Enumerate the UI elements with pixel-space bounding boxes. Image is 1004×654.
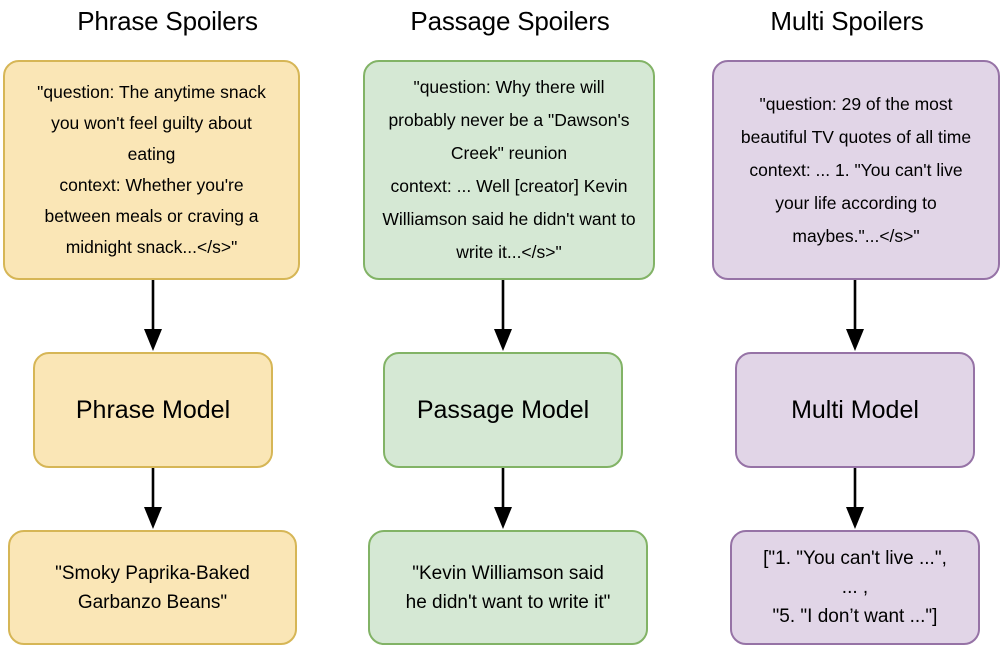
column-passage: Passage Spoilers "question: Why there wi…: [340, 0, 680, 654]
phrase-output-text: "Smoky Paprika-Baked Garbanzo Beans": [55, 562, 250, 613]
column-multi: Multi Spoilers "question: 29 of the most…: [690, 0, 1004, 654]
passage-output-text: "Kevin Williamson said he didn't want to…: [405, 562, 611, 613]
column-title-multi: Multi Spoilers: [770, 6, 924, 36]
phrase-input-box: "question: The anytime snack you won't f…: [3, 60, 300, 280]
passage-model-box: Passage Model: [383, 352, 623, 468]
column-title-phrase: Phrase Spoilers: [77, 6, 258, 36]
multi-input-box: "question: 29 of the most beautiful TV q…: [712, 60, 1000, 280]
multi-output-text: ["1. "You can't live ...", ... , "5. "I …: [763, 548, 947, 627]
passage-input-text: "question: Why there will probably never…: [382, 77, 636, 262]
multi-output-box: ["1. "You can't live ...", ... , "5. "I …: [730, 530, 980, 645]
multi-input-text: "question: 29 of the most beautiful TV q…: [740, 93, 972, 246]
passage-model-label: Passage Model: [416, 396, 590, 424]
phrase-model-box: Phrase Model: [33, 352, 273, 468]
phrase-arrow-input-to-model: [140, 280, 166, 352]
passage-arrow-model-to-output: [490, 468, 516, 530]
passage-input-box: "question: Why there will probably never…: [363, 60, 655, 280]
multi-arrow-input-to-model: [842, 280, 868, 352]
column-phrase: Phrase Spoilers "question: The anytime s…: [0, 0, 335, 654]
passage-arrow-input-to-model: [490, 280, 516, 352]
multi-arrow-model-to-output: [842, 468, 868, 530]
multi-model-label: Multi Model: [791, 396, 919, 424]
column-title-passage: Passage Spoilers: [410, 6, 610, 36]
phrase-output-box: "Smoky Paprika-Baked Garbanzo Beans": [8, 530, 297, 645]
multi-model-box: Multi Model: [735, 352, 975, 468]
phrase-input-text: "question: The anytime snack you won't f…: [37, 82, 266, 257]
phrase-model-label: Phrase Model: [75, 396, 231, 424]
phrase-arrow-model-to-output: [140, 468, 166, 530]
passage-output-box: "Kevin Williamson said he didn't want to…: [368, 530, 648, 645]
